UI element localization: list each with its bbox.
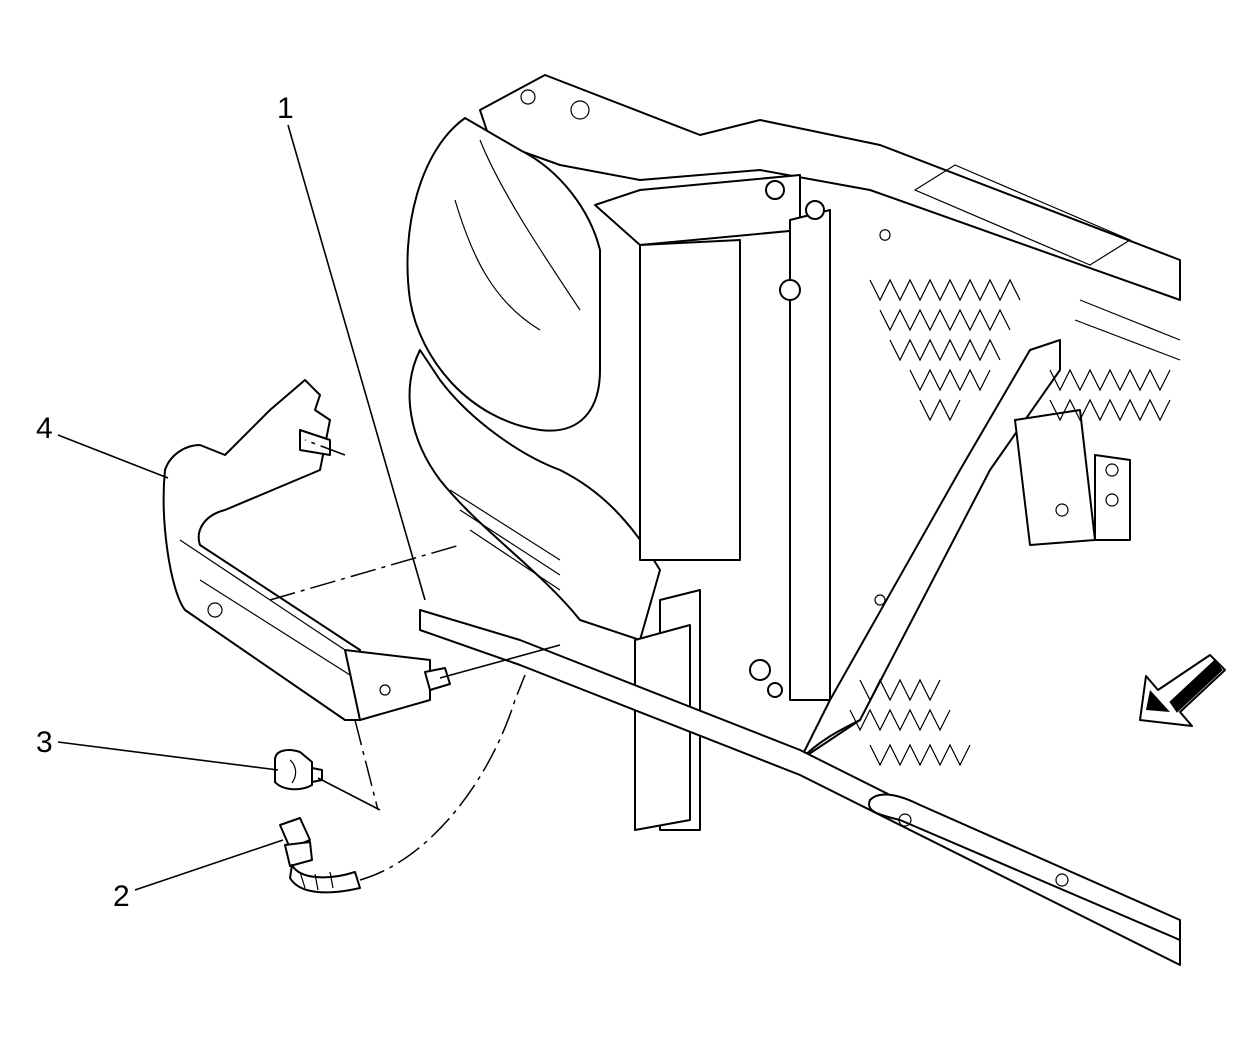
callout-3-label: 3 [36, 726, 53, 759]
radiator-support-assembly [406, 74, 1181, 966]
wiring-connector-part-2 [279, 817, 361, 894]
fog-lamp-bracket-part-4 [162, 379, 451, 721]
front-direction-arrow-icon [1139, 654, 1226, 727]
callout-1-label: 1 [277, 92, 294, 125]
fog-lamp-part-3 [274, 749, 323, 791]
callout-2-label: 2 [113, 880, 130, 913]
alignment-lines [269, 439, 561, 881]
callout-4-label: 4 [36, 412, 53, 445]
callout-leaders [57, 124, 426, 891]
